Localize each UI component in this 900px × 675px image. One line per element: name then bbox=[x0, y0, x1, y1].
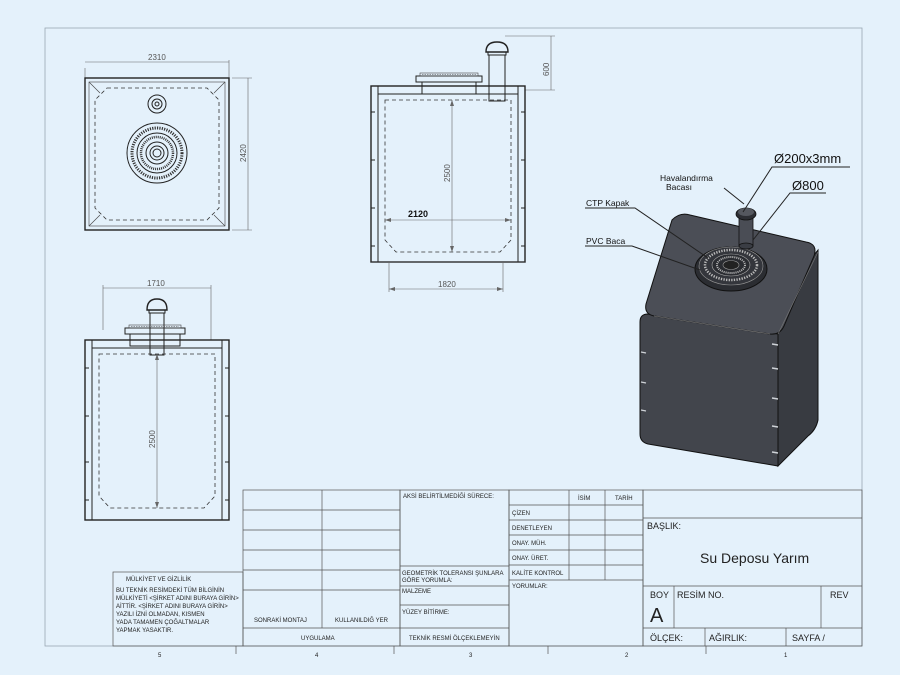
scale-label: ÖLÇEK: bbox=[650, 633, 683, 643]
tank-front-face bbox=[639, 313, 779, 467]
zone-2: 2 bbox=[625, 653, 629, 659]
callout-lid: CTP Kapak bbox=[586, 198, 630, 208]
comments-label: YORUMLAR: bbox=[512, 584, 548, 590]
zone-3: 3 bbox=[469, 653, 473, 659]
dim-side-height: 2500 bbox=[148, 430, 157, 448]
proprietary-line-2: MÜLKİYETİ <ŞİRKET ADINI BURAYA GİRİN> bbox=[116, 595, 239, 602]
role-qa: KALİTE KONTROL bbox=[512, 570, 564, 577]
drawing-title: Su Deposu Yarım bbox=[700, 550, 809, 566]
dim-front-base: 1820 bbox=[438, 280, 456, 289]
top-view: 2310 2420 bbox=[84, 53, 252, 231]
proprietary-heading: MÜLKİYET VE GİZLİLİK bbox=[126, 576, 191, 583]
weight-label: AĞIRLIK: bbox=[709, 633, 747, 643]
proprietary-line-1: BU TEKNİK RESİMDEKİ TÜM BİLGİNİN bbox=[116, 587, 224, 594]
role-checked: DENETLEYEN bbox=[512, 526, 552, 532]
dwg-no-label: RESİM NO. bbox=[677, 590, 724, 600]
zone-4: 4 bbox=[315, 653, 319, 659]
tolerance-line-2: GÖRE YORUMLA: bbox=[402, 577, 453, 584]
name-column-label: İSİM bbox=[578, 495, 590, 502]
proprietary-line-6: YAPMAK YASAKTIR. bbox=[116, 628, 173, 634]
rev-label: REV bbox=[830, 590, 849, 600]
application-label: UYGULAMA bbox=[301, 636, 335, 642]
next-assembly-label: SONRAKİ MONTAJ bbox=[254, 617, 307, 624]
callout-vent-2: Bacası bbox=[666, 182, 692, 192]
dim-front-height: 2500 bbox=[443, 164, 452, 182]
zone-1: 1 bbox=[784, 653, 788, 659]
front-view: 600 2500 2120 1820 bbox=[370, 35, 555, 292]
dim-vent-height: 600 bbox=[542, 62, 551, 76]
role-mfg-appr: ONAY. ÜRET. bbox=[512, 555, 549, 562]
dim-top-height: 2420 bbox=[239, 144, 248, 162]
title-block bbox=[112, 489, 863, 647]
side-view: 1710 2500 bbox=[84, 279, 230, 521]
size-value: A bbox=[650, 605, 664, 627]
zone-5: 5 bbox=[158, 653, 162, 659]
material-label: MALZEME bbox=[402, 589, 431, 595]
unless-noted-label: AKSİ BELİRTİLMEDİĞİ SÜRECE: bbox=[403, 493, 494, 500]
scale-note: TEKNİK RESMİ ÖLÇEKLEMEYİN bbox=[409, 635, 500, 642]
callout-lid-diameter: Ø800 bbox=[792, 178, 824, 193]
callout-pipe: PVC Baca bbox=[586, 236, 625, 246]
sheet-label: SAYFA / bbox=[792, 633, 825, 643]
callout-pipe-diameter: Ø200x3mm bbox=[774, 151, 841, 166]
dim-side-width: 1710 bbox=[147, 279, 165, 288]
title-label: BAŞLIK: bbox=[647, 521, 681, 531]
role-eng-appr: ONAY. MÜH. bbox=[512, 540, 547, 547]
surface-label: YÜZEY BİTİRME: bbox=[402, 609, 450, 616]
proprietary-line-5: YADA TAMAMEN ÇOĞALTMALAR bbox=[116, 619, 210, 626]
proprietary-line-3: AİTTİR. <ŞİRKET ADINI BURAYA GİRİN> bbox=[116, 603, 228, 610]
used-on-label: KULLANILDIĞ YER bbox=[335, 617, 389, 624]
isometric-view bbox=[585, 166, 850, 468]
role-drawn: ÇİZEN bbox=[512, 510, 530, 517]
dim-front-width: 2120 bbox=[408, 209, 428, 219]
zone-markers bbox=[235, 646, 707, 654]
callout-vent-1: Havalandırma bbox=[660, 173, 713, 183]
proprietary-line-4: YAZILI İZNİ OLMADAN, KISMEN bbox=[116, 611, 205, 618]
tolerance-line-1: GEOMETRİK TOLERANSI ŞUNLARA bbox=[402, 570, 503, 577]
dim-top-width: 2310 bbox=[148, 53, 166, 62]
size-label: BOY bbox=[650, 590, 669, 600]
date-column-label: TARİH bbox=[615, 495, 633, 502]
